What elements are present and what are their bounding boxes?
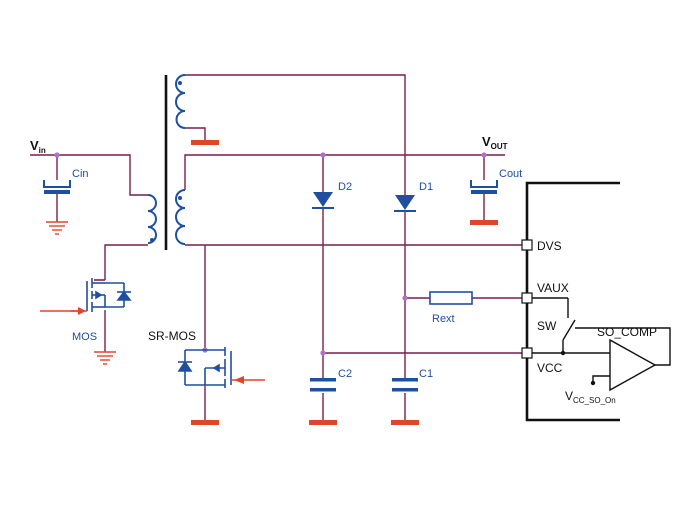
label-cin: Cin [72,168,89,180]
label-sw: SW [537,319,557,333]
ground-cin [46,221,68,235]
secondary-dot [178,196,182,200]
capacitor-c1 [392,378,418,392]
diode-d1 [394,195,416,212]
wire-vout-rail [184,154,505,190]
secondary-winding [175,189,186,245]
ground-bar-cout [470,220,498,225]
transformer [147,74,186,250]
wire-vin-rail [30,154,148,196]
ground-bars [191,140,498,425]
ground-bar-c2 [309,420,337,425]
pin-vaux [521,292,533,304]
diode-d2 [312,192,334,209]
capacitor-cin [43,180,71,194]
label-d2: D2 [338,181,352,193]
ground-bar-c1 [391,420,419,425]
gate-arrow-sr-mos [234,376,244,384]
label-cout: Cout [499,168,522,180]
comparator-so-comp [609,338,657,392]
resistor-rext [429,291,473,305]
label-c2: C2 [338,368,352,380]
capacitor-c2 [310,378,336,392]
label-dvs: DVS [537,239,562,253]
ground-bar-srmos [191,420,219,425]
mosfet-mos [70,278,132,312]
label-vout: VOUT [482,134,508,151]
label-vin: Vin [30,138,46,155]
label-vcc: VCC [537,361,563,375]
wire-comp-out [575,327,671,366]
label-rext: Rext [432,313,455,325]
pin-vcc [521,347,533,359]
capacitor-cout [470,180,498,194]
node-vout [481,152,487,158]
label-c1: C1 [419,368,433,380]
controller-chip [525,181,620,422]
label-so-comp: SO_COMP [597,325,657,339]
label-vaux: VAUX [537,281,569,295]
ground-bar-aux [191,140,219,145]
sw-blade [562,319,576,341]
pin-dvs [521,239,533,251]
gate-arrow-mos [78,307,86,315]
sw-contact [560,350,566,356]
mosfet-sr-mos [177,347,265,388]
node-vin [54,152,60,158]
label-sr-mos: SR-MOS [148,329,196,343]
ground-mos [94,351,116,365]
wire-primary-bottom [104,244,148,280]
vcc-so-node [590,380,596,386]
aux-winding [175,74,186,129]
node-vaux [402,295,408,301]
primary-winding [147,194,157,244]
label-d1: D1 [419,181,433,193]
wire-vcc-so [592,375,610,382]
wire-aux-bottom [185,127,206,142]
nodes [54,152,487,356]
primary-dot [150,238,154,242]
node-vcc [320,350,326,356]
wire-aux-top [185,74,406,195]
aux-dot [178,81,182,85]
label-vcc-so-on: VCC_SO_On [565,389,616,405]
label-mos: MOS [72,331,97,343]
chip-pins [521,239,533,359]
node-d2 [320,152,326,158]
wires [30,74,527,422]
